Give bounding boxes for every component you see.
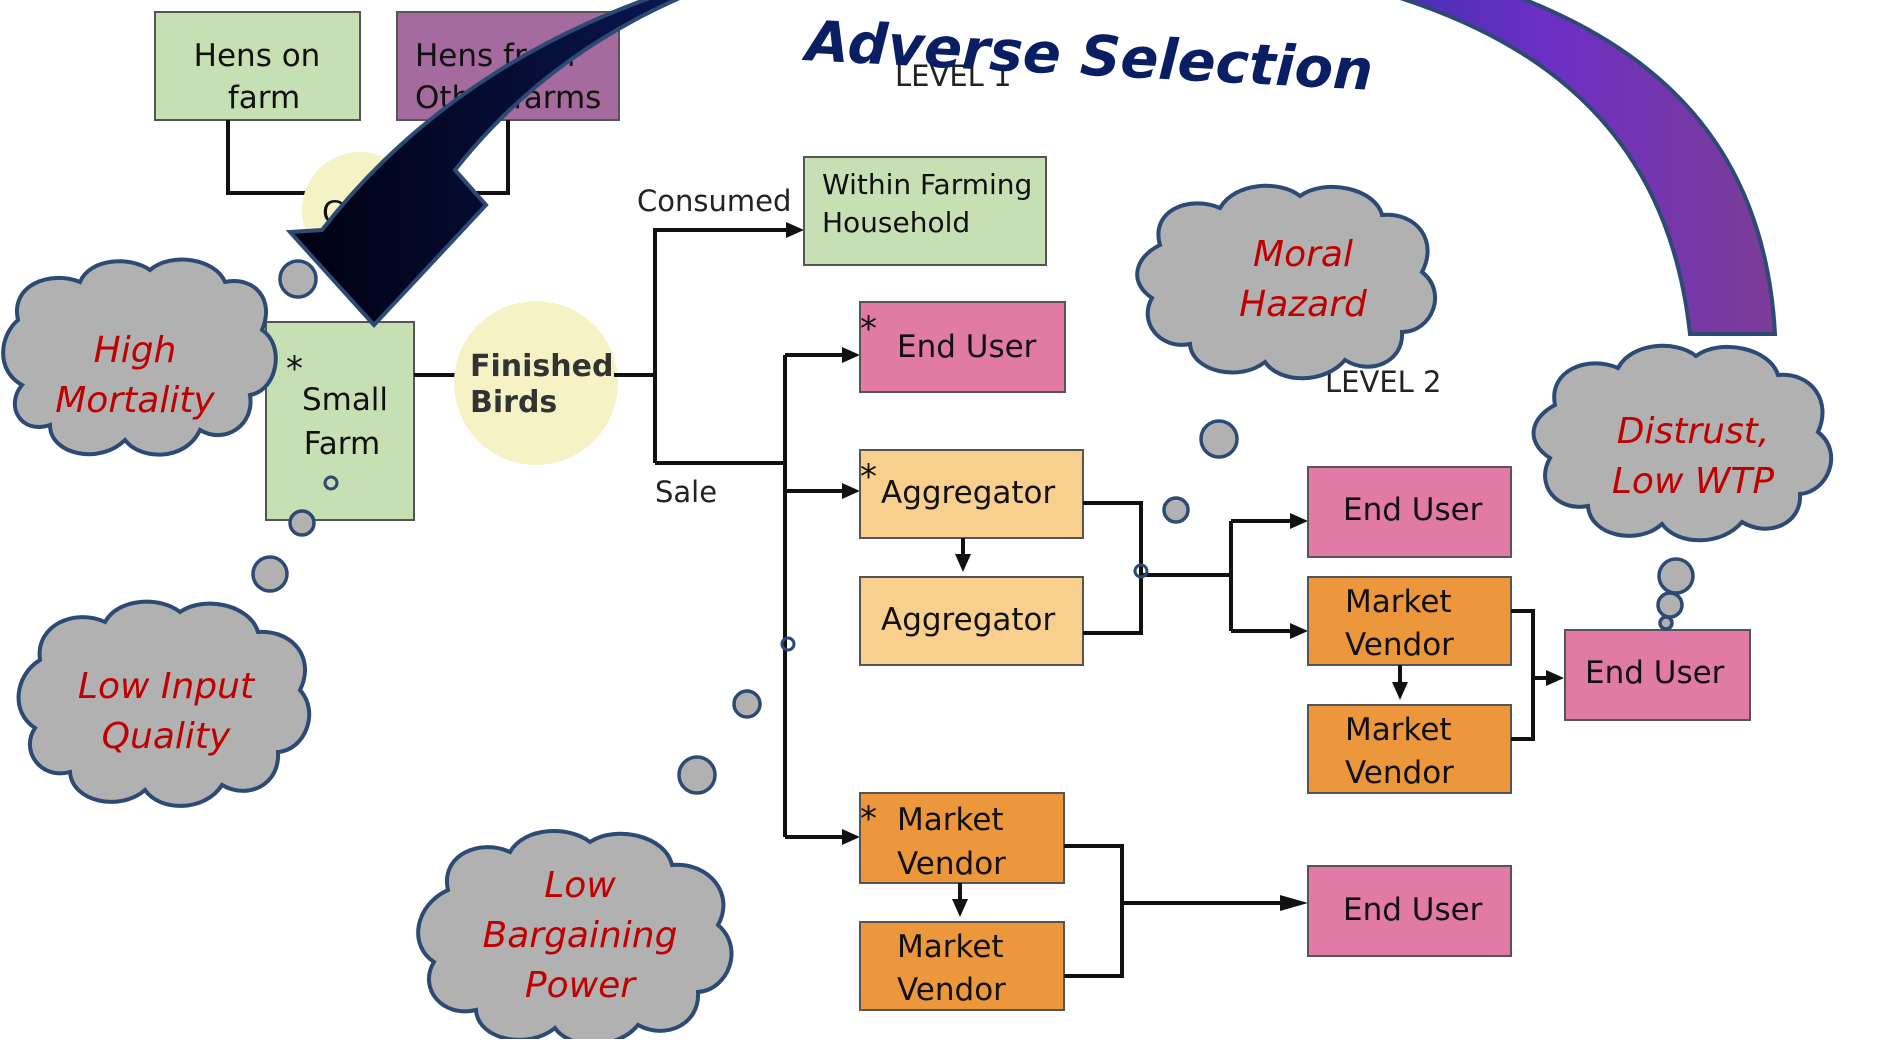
small-farm-line2: Farm [304,426,380,462]
market-vendor-3-line2: Vendor [897,846,1006,882]
small-farm-line1: Small [302,382,388,418]
moral-hazard-line1: Moral [1253,234,1353,275]
end-user-1-label: End User [897,329,1037,365]
small-farm-box: * Small Farm [265,321,415,521]
low-input-quality-line1: Low Input [78,666,256,707]
end-user-1-star: * [860,309,877,349]
thought-bubble [677,755,717,795]
hens-on-farm-line2: farm [228,80,300,116]
market-vendor-1-line2: Vendor [1345,627,1454,663]
sale-label: Sale [655,475,717,509]
distrust-line1: Distrust, [1617,411,1770,452]
market-vendor-box-2: Market Vendor [1307,704,1512,794]
end-user-box-4: End User [1307,865,1512,957]
market-vendor-4-line2: Vendor [897,972,1006,1008]
market-vendor-2-line1: Market [1345,712,1452,748]
end-user-box-3: End User [1564,629,1751,721]
finished-birds-circle [454,301,618,465]
aggregator-1-star: * [860,457,877,497]
within-household-box: Within Farming Household [803,156,1047,266]
hens-on-farm-line1: Hens on [194,38,321,74]
end-user-box-2: End User [1307,466,1512,558]
hens-on-farm-box: Hens on farm [154,11,361,121]
low-bargaining-power-cloud: Low Bargaining Power [416,829,734,1043]
low-input-quality-line2: Quality [102,716,231,757]
market-vendor-2-line2: Vendor [1345,755,1454,791]
distrust-line2: Low WTP [1612,461,1775,502]
end-user-4-label: End User [1343,892,1483,928]
market-vendor-3-line1: Market [897,802,1004,838]
market-vendor-box-4: Market Vendor [859,921,1065,1011]
level-1-label: LEVEL 1 [895,59,1011,93]
high-mortality-line2: Mortality [55,380,215,421]
within-household-line2: Household [822,206,970,239]
moral-hazard-line2: Hazard [1239,284,1368,325]
low-bargaining-line2: Bargaining [483,915,678,956]
small-farm-star: * [286,349,303,389]
aggregator-box-1: * Aggregator [859,449,1084,539]
thought-bubble [1657,557,1695,595]
market-vendor-box-3: * Market Vendor [859,792,1065,884]
consumed-label: Consumed [637,184,791,218]
market-vendor-4-line1: Market [897,929,1004,965]
end-user-box-1: * End User [859,301,1066,393]
market-vendor-1-line1: Market [1345,584,1452,620]
adverse-selection-arc [285,0,1778,336]
thought-bubble [732,689,762,719]
level-2-label: LEVEL 2 [1325,365,1441,399]
low-input-quality-cloud: Low Input Quality [16,599,312,808]
market-vendor-box-1: Market Vendor [1307,576,1512,666]
aggregator-box-2: Aggregator [859,576,1084,666]
thought-bubble [288,509,316,537]
thought-bubble [1658,615,1674,631]
thought-bubble [251,555,289,593]
market-vendor-3-star: * [860,799,877,839]
high-mortality-line1: High [94,330,177,371]
end-user-2-label: End User [1343,492,1483,528]
moral-hazard-cloud: Moral Hazard [1135,183,1438,381]
low-bargaining-line3: Power [525,965,637,1006]
thought-bubble [1199,419,1239,459]
aggregator-2-label: Aggregator [881,602,1055,638]
within-household-line1: Within Farming [822,168,1032,201]
adverse-selection-title: Adverse Selection [800,9,1374,104]
thought-bubble [1656,591,1684,619]
distrust-low-wtp-cloud: Distrust, Low WTP [1531,343,1834,543]
finished-birds-line2: Birds [470,385,557,420]
thought-bubble [278,259,318,299]
aggregator-1-label: Aggregator [881,475,1055,511]
end-user-3-label: End User [1585,655,1725,691]
thought-bubble [1162,496,1190,524]
high-mortality-cloud: High Mortality [1,257,278,457]
finished-birds-line1: Finished [470,349,613,384]
low-bargaining-line1: Low [544,865,616,906]
